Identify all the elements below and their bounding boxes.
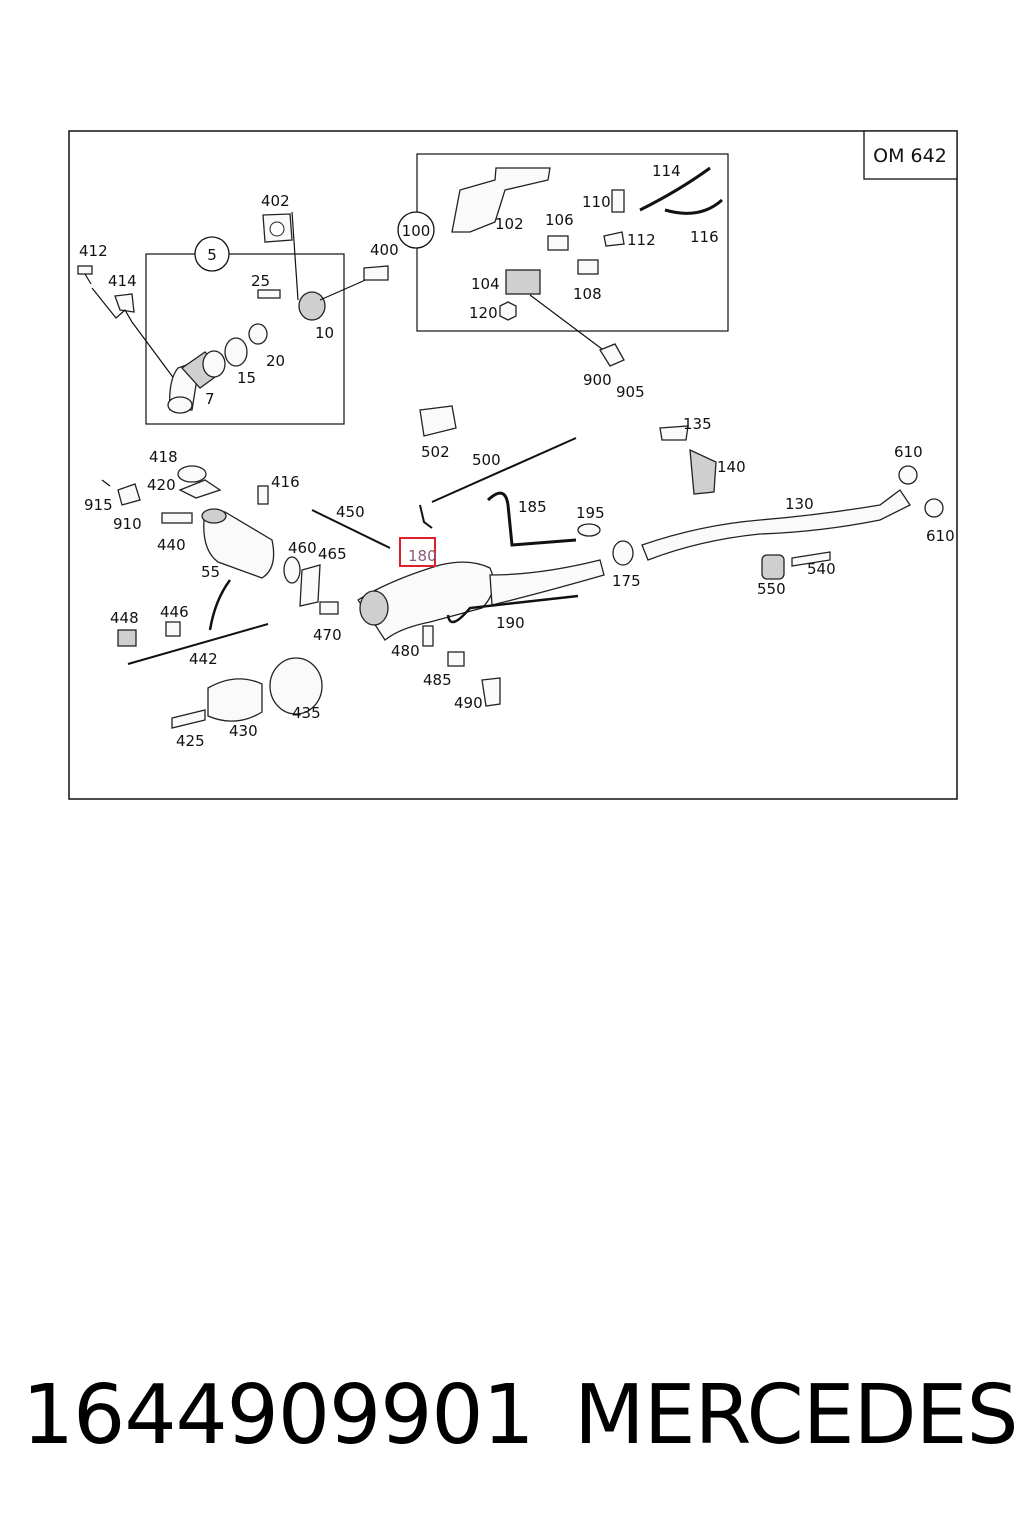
- group-circle-5: [194, 236, 230, 272]
- callout-440: 440: [157, 536, 186, 554]
- callout-910: 910: [113, 515, 142, 533]
- callout-190: 190: [496, 614, 525, 632]
- callout-112: 112: [627, 231, 656, 249]
- diagram-frame: [68, 130, 958, 800]
- callout-414: 414: [108, 272, 137, 290]
- callout-20: 20: [266, 352, 285, 370]
- callout-175: 175: [612, 572, 641, 590]
- callout-550: 550: [757, 580, 786, 598]
- brand-name: MERCEDES: [574, 1368, 1019, 1463]
- group-label-5: 5: [207, 246, 217, 264]
- part-number: 1644909901: [22, 1368, 535, 1463]
- callout-7: 7: [205, 390, 215, 408]
- callout-500: 500: [472, 451, 501, 469]
- callout-402: 402: [261, 192, 290, 210]
- callout-442: 442: [189, 650, 218, 668]
- callout-915: 915: [84, 496, 113, 514]
- callout-490: 490: [454, 694, 483, 712]
- callout-470: 470: [313, 626, 342, 644]
- callout-102: 102: [495, 215, 524, 233]
- callout-108: 108: [573, 285, 602, 303]
- callout-420: 420: [147, 476, 176, 494]
- callout-106: 106: [545, 211, 574, 229]
- exhaust-parts-diagram: OM 642 5 100: [68, 130, 958, 800]
- callout-130: 130: [785, 495, 814, 513]
- callout-15: 15: [237, 369, 256, 387]
- callout-416: 416: [271, 473, 300, 491]
- callout-116: 116: [690, 228, 719, 246]
- callout-185: 185: [518, 498, 547, 516]
- part-drawings: [77, 166, 944, 729]
- engine-label-box: [863, 130, 958, 180]
- callout-905: 905: [616, 383, 645, 401]
- callout-465: 465: [318, 545, 347, 563]
- callout-114: 114: [652, 162, 681, 180]
- callout-480: 480: [391, 642, 420, 660]
- callout-labels: 412 414 402 400 25 10 20 15 7 102 106 11…: [79, 162, 955, 750]
- callout-610-top: 610: [894, 443, 923, 461]
- callout-180: 180: [408, 547, 437, 565]
- callout-430: 430: [229, 722, 258, 740]
- callout-446: 446: [160, 603, 189, 621]
- engine-label: OM 642: [873, 145, 947, 167]
- group-label-100: 100: [402, 222, 431, 240]
- callout-450: 450: [336, 503, 365, 521]
- callout-25: 25: [251, 272, 270, 290]
- group-circle-100: [397, 211, 435, 249]
- callout-425: 425: [176, 732, 205, 750]
- callout-135: 135: [683, 415, 712, 433]
- callout-502: 502: [421, 443, 450, 461]
- group-box-5: [145, 253, 345, 425]
- callout-448: 448: [110, 609, 139, 627]
- callout-900: 900: [583, 371, 612, 389]
- footer: 1644909901 MERCEDES: [0, 1368, 1024, 1468]
- callout-460: 460: [288, 539, 317, 557]
- callout-610-bottom: 610: [926, 527, 955, 545]
- callout-418: 418: [149, 448, 178, 466]
- callout-195: 195: [576, 504, 605, 522]
- callout-435: 435: [292, 704, 321, 722]
- callout-412: 412: [79, 242, 108, 260]
- group-box-100: [416, 153, 729, 332]
- callout-140: 140: [717, 458, 746, 476]
- callout-485: 485: [423, 671, 452, 689]
- callout-10: 10: [315, 324, 334, 342]
- callout-104: 104: [471, 275, 500, 293]
- callout-400: 400: [370, 241, 399, 259]
- callout-540: 540: [807, 560, 836, 578]
- highlight-box-180: [399, 537, 436, 567]
- callout-110: 110: [582, 193, 611, 211]
- callout-120: 120: [469, 304, 498, 322]
- callout-55: 55: [201, 563, 220, 581]
